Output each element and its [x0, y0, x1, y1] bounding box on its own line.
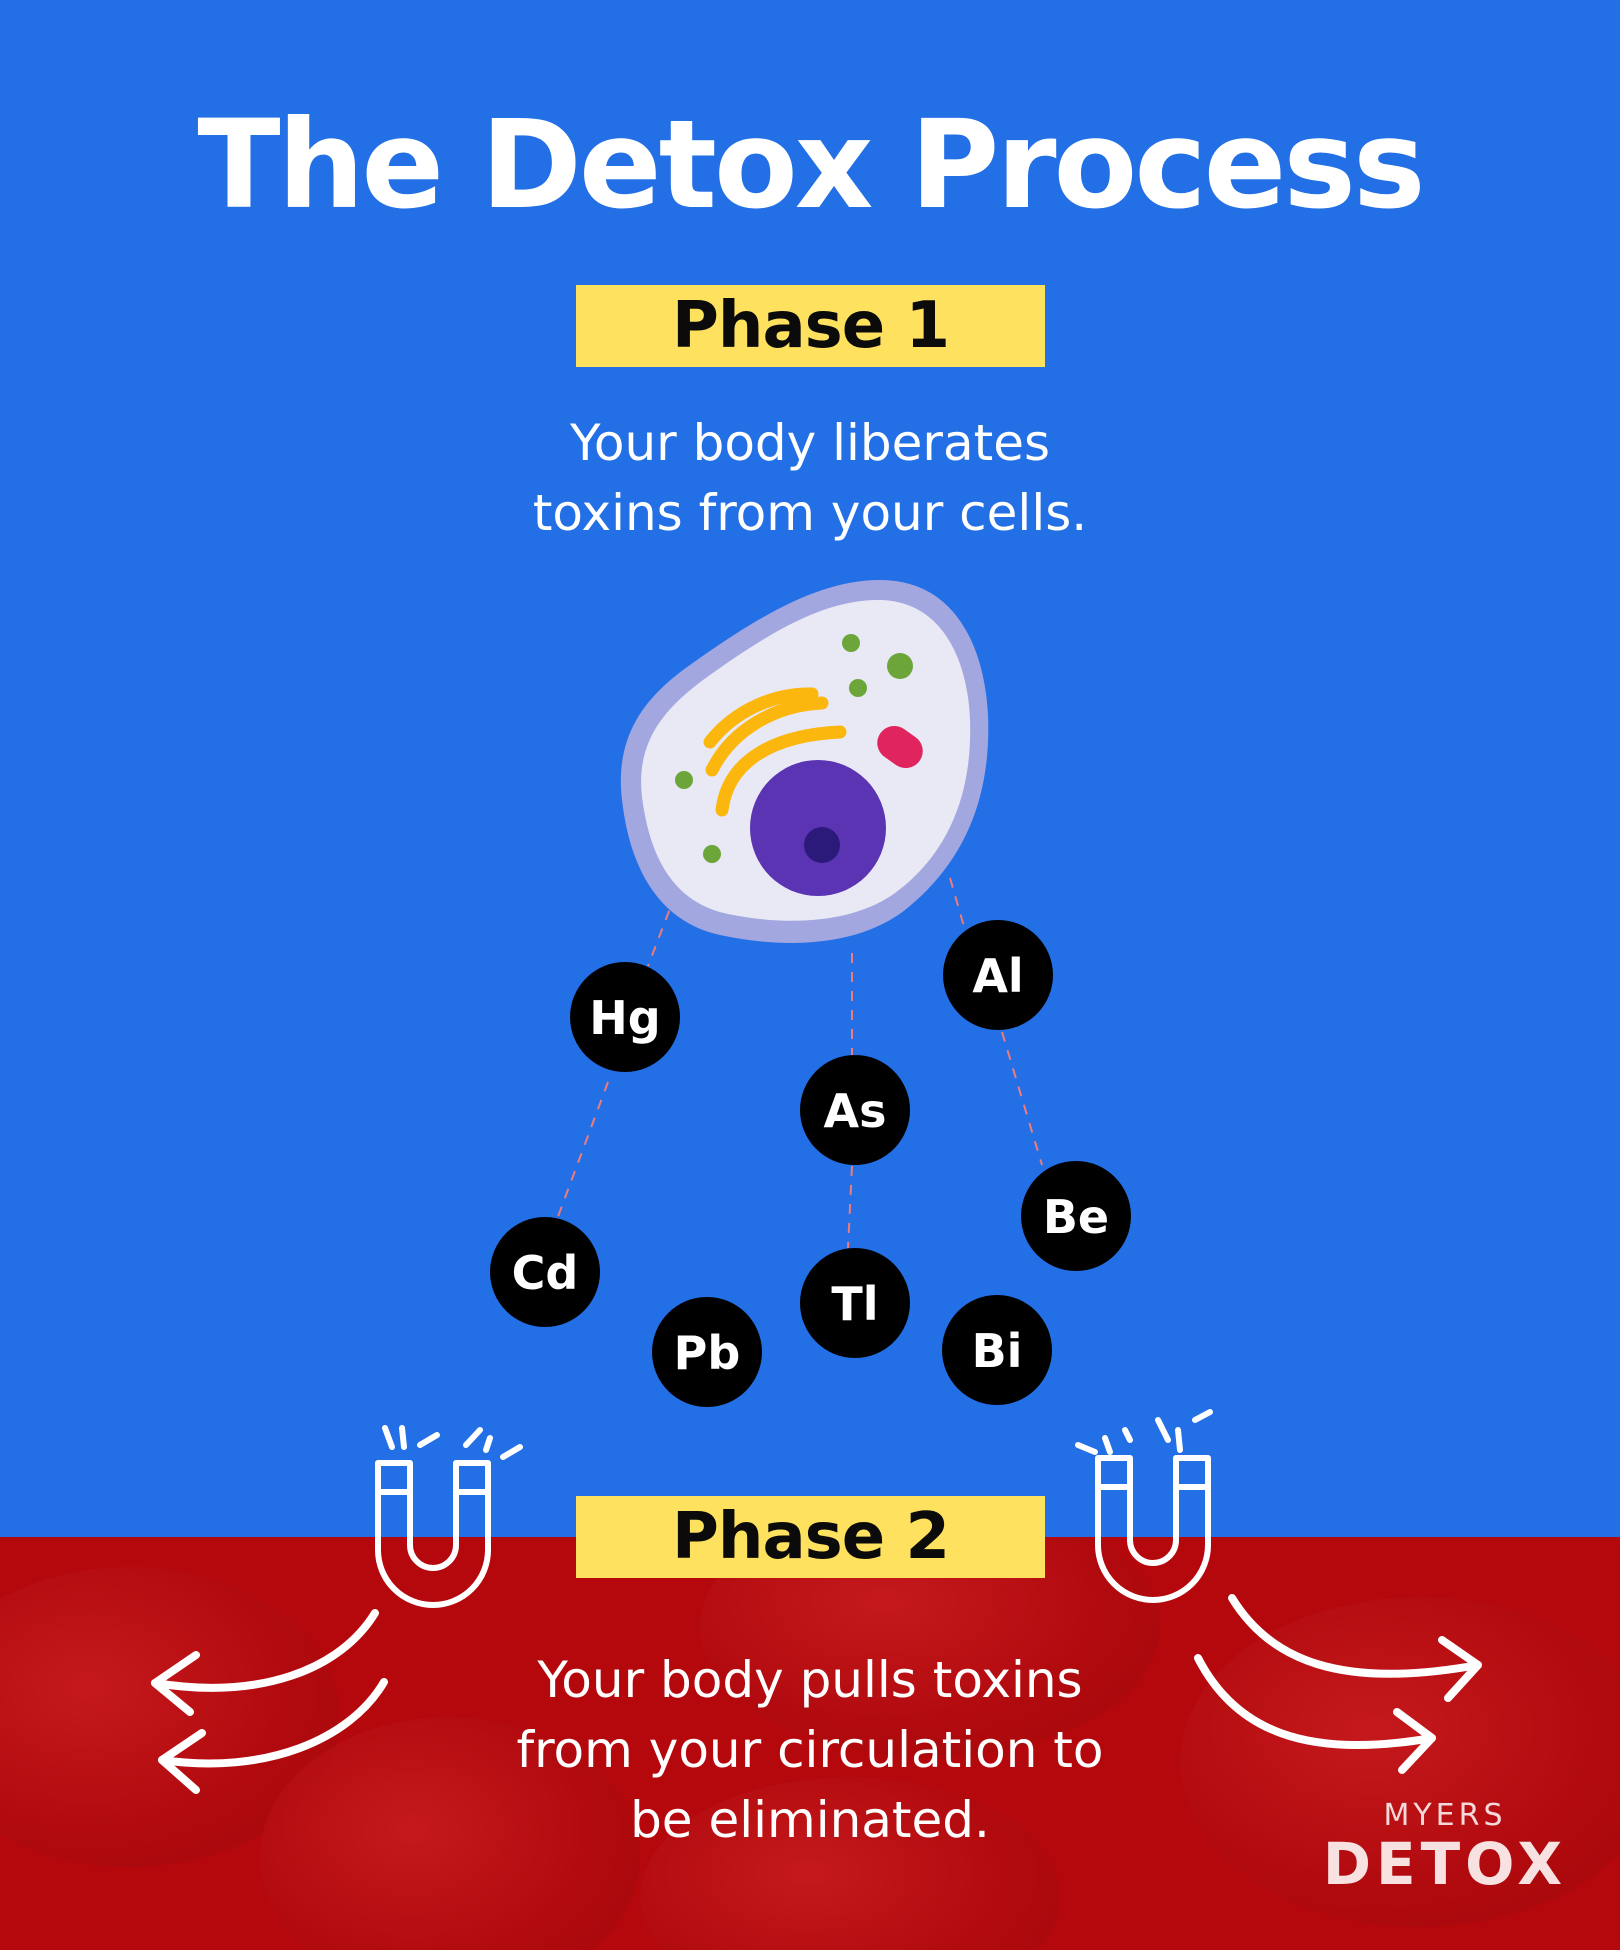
curved-arrow-icon [1194, 1654, 1436, 1774]
element-symbol: Al [972, 949, 1023, 1003]
element-symbol: Tl [831, 1277, 878, 1331]
element-symbol: As [824, 1084, 887, 1138]
blood-cell-shape [1180, 1597, 1620, 1927]
phase1-label: Phase 1 [672, 289, 950, 363]
curved-arrow-icon [151, 1609, 379, 1716]
element-symbol: Be [1043, 1190, 1109, 1244]
logo-myers: MYERS [1383, 1798, 1507, 1833]
element-hg: Hg [570, 962, 680, 1072]
phase1-description: Your body liberates toxins from your cel… [532, 414, 1088, 542]
connector-lines [555, 877, 1043, 1249]
magnet-icon [1075, 1409, 1213, 1603]
element-symbol: Pb [674, 1326, 741, 1380]
blood-cell-shape [260, 1717, 640, 1950]
phase1-badge: Phase 1 [576, 285, 1045, 367]
element-bi: Bi [942, 1295, 1052, 1405]
curved-arrow-icon [158, 1678, 388, 1794]
phase2-label: Phase 2 [672, 1500, 950, 1574]
element-be: Be [1021, 1161, 1131, 1271]
element-cd: Cd [490, 1217, 600, 1327]
phase2-description: Your body pulls toxins from your circula… [516, 1651, 1104, 1849]
phase2-badge: Phase 2 [576, 1496, 1045, 1578]
element-pb: Pb [652, 1297, 762, 1407]
element-symbol: Bi [972, 1324, 1023, 1378]
element-tl: Tl [800, 1248, 910, 1358]
logo-detox: DETOX [1322, 1830, 1568, 1898]
element-symbol: Cd [512, 1246, 579, 1300]
element-as: As [800, 1055, 910, 1165]
curved-arrow-icon [1228, 1594, 1482, 1702]
page-title: The Detox Process [197, 94, 1425, 236]
cell-icon [620, 580, 989, 943]
element-al: Al [943, 920, 1053, 1030]
magnet-icon [375, 1425, 523, 1608]
element-symbol: Hg [589, 991, 660, 1045]
